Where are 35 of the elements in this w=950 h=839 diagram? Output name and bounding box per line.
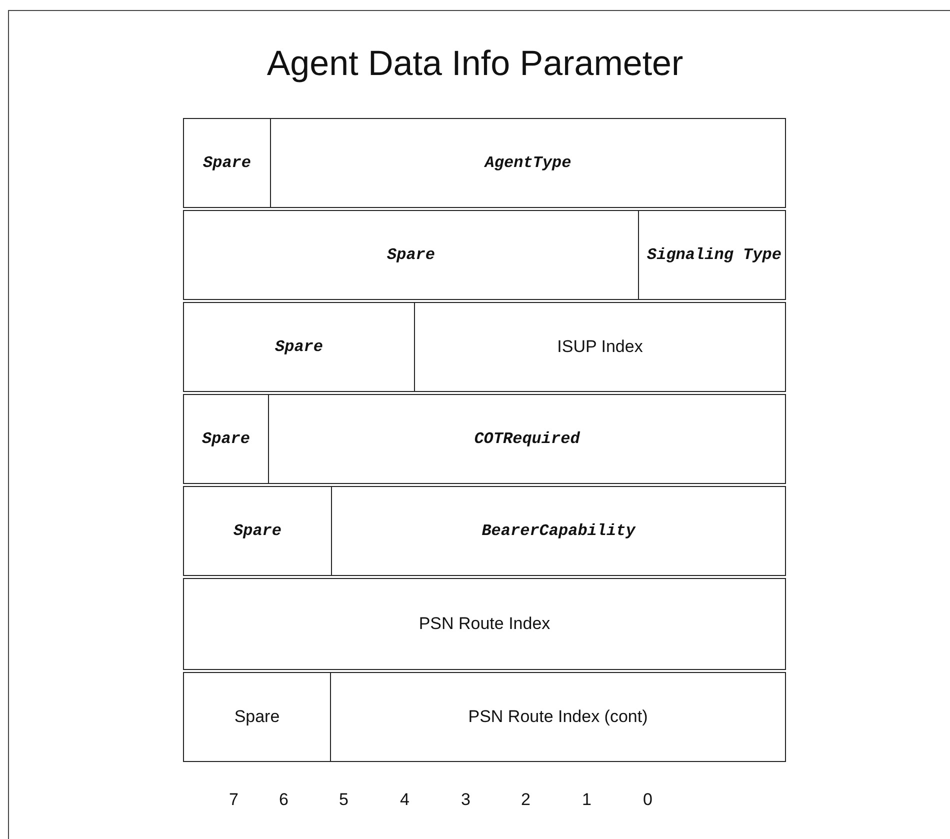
field-box bbox=[183, 302, 415, 392]
diagram-title: Agent Data Info Parameter bbox=[266, 44, 684, 84]
field-name: COTRequired bbox=[474, 430, 580, 448]
field-box bbox=[183, 486, 332, 576]
field-name: Spare bbox=[386, 246, 435, 264]
field-name: Spare bbox=[202, 430, 250, 448]
field-name: AgentType bbox=[484, 154, 572, 172]
bit-number: 0 bbox=[643, 790, 652, 810]
field-box bbox=[183, 394, 269, 484]
field-name: Signaling Type bbox=[647, 246, 782, 264]
field-name: PSN Route Index bbox=[418, 614, 550, 634]
field-box bbox=[330, 672, 786, 762]
bit-number: 5 bbox=[339, 790, 348, 810]
bit-number: 6 bbox=[279, 790, 288, 810]
field-name: Spare bbox=[234, 707, 280, 727]
bit-number: 3 bbox=[461, 790, 470, 810]
field-box bbox=[183, 118, 271, 208]
field-name: ISUP Index bbox=[557, 337, 643, 357]
field-box bbox=[183, 672, 331, 762]
field-box bbox=[183, 210, 639, 300]
field-name: Spare bbox=[233, 522, 282, 540]
field-box bbox=[638, 210, 786, 300]
field-name: Spare bbox=[274, 338, 323, 356]
field-box bbox=[268, 394, 786, 484]
bit-number: 1 bbox=[582, 790, 592, 810]
bit-number: 4 bbox=[400, 790, 410, 810]
bit-number: 7 bbox=[229, 790, 238, 810]
field-box bbox=[414, 302, 786, 392]
field-box bbox=[331, 486, 786, 576]
bit-number: 2 bbox=[521, 790, 530, 810]
field-box bbox=[183, 578, 786, 670]
field-name: PSN Route Index (cont) bbox=[468, 707, 648, 727]
field-box bbox=[270, 118, 786, 208]
field-name: BearerCapability bbox=[482, 522, 636, 540]
field-name: Spare bbox=[202, 154, 251, 172]
